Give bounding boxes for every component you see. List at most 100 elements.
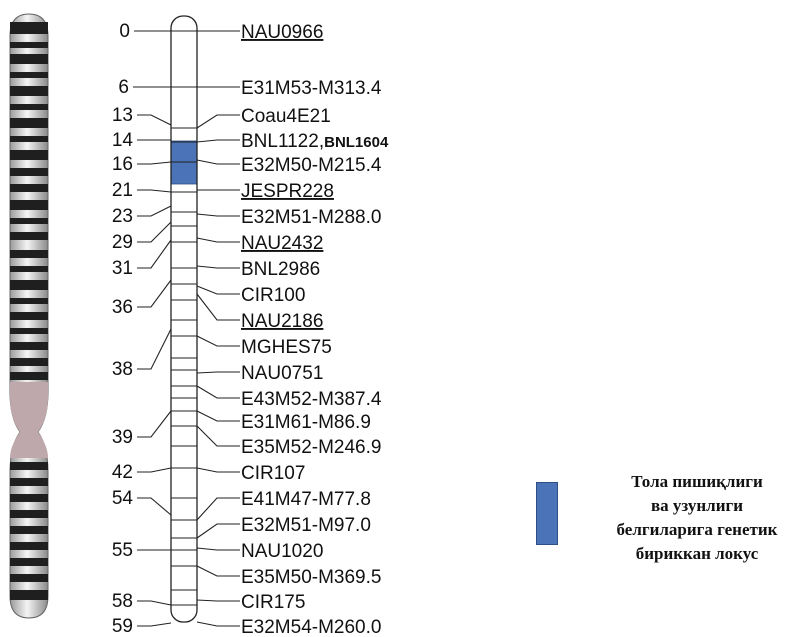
marker-label: E32M54-M260.0	[241, 617, 381, 637]
marker-name: E35M52-M246.9	[241, 437, 381, 458]
legend-line: Тола пишиқлиги	[631, 472, 763, 491]
chromosome-band	[10, 118, 48, 128]
marker-label: CIR175	[241, 592, 305, 613]
centromere-upper	[10, 382, 48, 432]
marker-name: E41M47-M77.8	[241, 489, 371, 510]
marker-label: E35M52-M246.9	[241, 437, 381, 458]
chromosome-band	[10, 328, 48, 334]
position-label: 54	[112, 488, 134, 509]
marker-label: CIR107	[241, 463, 305, 484]
chromosome-band	[10, 358, 48, 366]
marker-connector	[196, 385, 240, 399]
position-connector	[137, 279, 172, 308]
marker-connector	[196, 371, 240, 374]
position-connector	[137, 161, 172, 165]
position-label: 0	[119, 21, 130, 42]
position-connector	[137, 221, 172, 243]
position-label: 55	[112, 540, 133, 561]
position-connector	[137, 467, 172, 473]
marker-label: JESPR228	[241, 181, 334, 202]
marker-name: NAU2432	[241, 233, 323, 254]
marker-label: BNL2986	[241, 259, 320, 280]
marker-name: NAU1020	[241, 541, 323, 562]
centromere-lower	[10, 432, 48, 458]
marker-label: MGHES75	[241, 337, 332, 358]
marker-name: CIR107	[241, 463, 305, 484]
marker-connector	[196, 114, 240, 129]
position-label: 38	[112, 359, 133, 380]
chromosome-band	[10, 86, 48, 96]
position-connector	[137, 600, 172, 606]
chromosome-band	[10, 510, 48, 518]
chromosome-band	[10, 298, 48, 304]
position-connector	[137, 189, 172, 193]
legend-text: Тола пишиқлиги ва узунлиги белгиларига г…	[588, 470, 806, 566]
marker-name: NAU0751	[241, 363, 323, 384]
marker-name: E32M54-M260.0	[241, 617, 381, 637]
marker-connector	[196, 565, 240, 577]
marker-name: CIR175	[241, 592, 305, 613]
chromosome-band	[10, 372, 48, 380]
position-label: 23	[112, 206, 133, 227]
marker-name: E32M51-M97.0	[241, 515, 371, 536]
legend-line: белгиларига генетик	[616, 520, 778, 539]
marker-label: NAU0751	[241, 363, 323, 384]
marker-name-suffix: BNL1604	[324, 134, 389, 151]
legend: Тола пишиқлиги ва узунлиги белгиларига г…	[536, 470, 806, 590]
chromosome-band	[10, 42, 48, 48]
marker-name: CIR100	[241, 285, 305, 306]
marker-name: E31M61-M86.9	[241, 412, 371, 433]
position-connector	[137, 205, 172, 217]
marker-label: E31M61-M86.9	[241, 412, 371, 433]
marker-label: NAU0966	[241, 22, 323, 43]
chromosome-band	[10, 168, 48, 176]
chromosome-band	[10, 342, 48, 350]
marker-connector	[196, 293, 240, 321]
marker-label: E32M51-M97.0	[241, 515, 371, 536]
chromosome-band	[10, 494, 48, 502]
chromosome-band	[10, 150, 48, 160]
legend-line: бириккан локус	[635, 544, 759, 563]
marker-connector	[196, 335, 240, 347]
position-connector	[137, 622, 172, 627]
position-label: 21	[112, 180, 133, 201]
chromosome-band	[10, 218, 48, 224]
position-label: 59	[112, 616, 133, 637]
marker-name: MGHES75	[241, 337, 332, 358]
marker-connector	[196, 237, 240, 243]
chromosome-band	[10, 136, 48, 142]
position-label: 14	[112, 130, 134, 151]
legend-swatch	[536, 482, 558, 545]
position-label: 58	[112, 591, 133, 612]
marker-label: E41M47-M77.8	[241, 489, 371, 510]
marker-label: E32M50-M215.4	[241, 155, 382, 176]
chromosome-band	[10, 574, 48, 582]
chromosome-band	[10, 462, 48, 470]
marker-connector	[196, 285, 240, 295]
position-label: 39	[112, 427, 133, 448]
marker-connector	[196, 425, 240, 447]
position-label: 6	[118, 77, 129, 98]
position-connector	[137, 114, 172, 126]
marker-connector	[196, 159, 240, 165]
position-label: 16	[112, 154, 133, 175]
marker-label: NAU1020	[241, 541, 323, 562]
marker-label: NAU2186	[241, 311, 323, 332]
chromosome-band	[10, 312, 48, 320]
position-connector	[137, 410, 172, 438]
marker-connector	[196, 467, 240, 473]
legend-line: ва узунлиги	[650, 496, 744, 515]
marker-name: E43M52-M387.4	[241, 389, 382, 410]
marker-name: BNL2986	[241, 259, 320, 280]
chromosome-band	[10, 184, 48, 192]
chromosome-band	[10, 22, 48, 34]
position-connector	[137, 497, 172, 516]
marker-connector	[196, 213, 240, 217]
marker-connector	[196, 139, 240, 143]
marker-label: E43M52-M387.4	[241, 389, 382, 410]
chromosome-band	[10, 266, 48, 272]
chromosome-ideogram	[9, 13, 49, 619]
chromosome-band	[10, 590, 48, 600]
chromosome-band	[10, 250, 48, 258]
chromosome-band	[10, 200, 48, 210]
